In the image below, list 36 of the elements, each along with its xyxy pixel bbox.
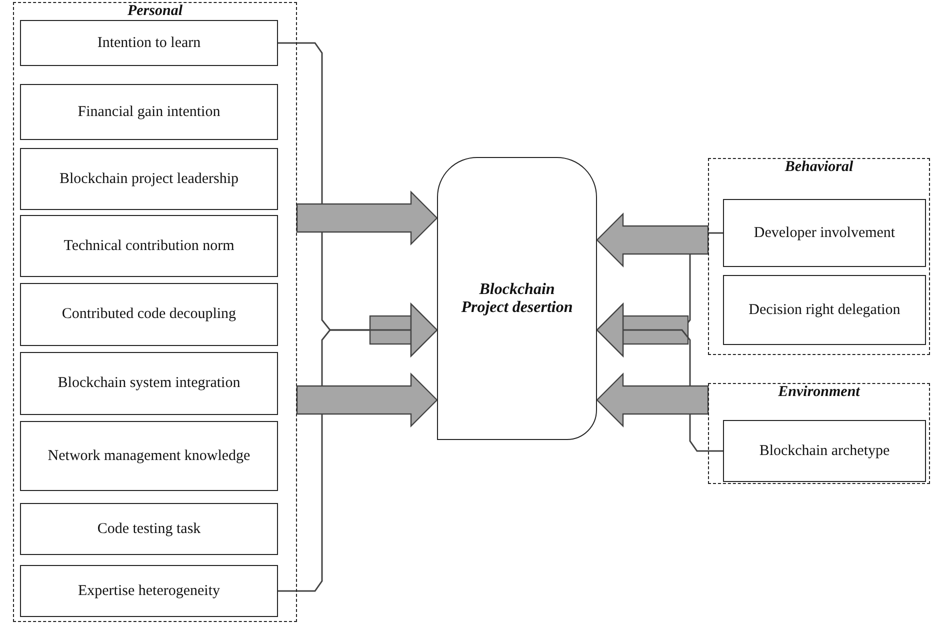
factor-label: Blockchain archetype — [759, 442, 890, 460]
factor-box — [20, 503, 278, 555]
dashed-group-frame — [708, 383, 930, 484]
block-arrow — [296, 190, 438, 246]
factor-label: Technical contribution norm — [64, 238, 234, 254]
factor-label: Intention to learn — [97, 34, 201, 52]
factor-box — [20, 283, 278, 346]
factor-label: Code testing task — [97, 520, 201, 538]
dashed-group-frame — [708, 158, 930, 355]
factor-label: Blockchain project leadership — [59, 170, 239, 188]
factor-box — [20, 352, 278, 415]
factor-box — [20, 148, 278, 210]
outcome-label: Blockchain Project desertion — [460, 280, 574, 316]
factor-label: Contributed code decoupling — [62, 306, 236, 323]
block-arrow — [596, 212, 709, 268]
group-title: Behavioral — [784, 159, 854, 176]
factor-label: Financial gain intention — [78, 104, 220, 120]
block-arrow — [596, 372, 709, 428]
outcome-box — [437, 157, 597, 440]
factor-box — [20, 421, 278, 491]
group-title: Personal — [126, 3, 184, 20]
group-title: Environment — [777, 384, 862, 401]
factor-label: Blockchain system integration — [58, 375, 240, 392]
factor-label: Expertise heterogeneity — [78, 582, 220, 600]
factor-label: Network management knowledge — [48, 448, 250, 464]
factor-box — [20, 84, 278, 140]
factor-label: Decision right delegation — [748, 302, 900, 318]
factor-box — [723, 199, 926, 267]
factor-box — [723, 420, 926, 482]
factor-box — [20, 565, 278, 617]
factor-label: Developer involvement — [754, 224, 896, 242]
factor-box — [20, 215, 278, 277]
factor-box — [723, 275, 926, 345]
dashed-group-frame — [13, 2, 297, 622]
block-arrow — [296, 372, 438, 428]
factor-box — [20, 20, 278, 66]
